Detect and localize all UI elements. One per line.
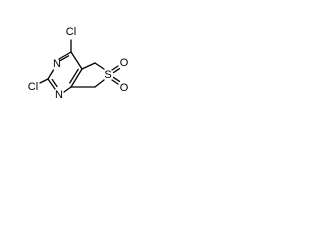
- bond-n1-c7a: [63, 86, 72, 93]
- atom-cl-top: Cl: [66, 26, 76, 38]
- bond-s-o-lower-double: [112, 76, 121, 83]
- bond-c2-n1: [47, 78, 56, 90]
- bond-c5-s: [94, 62, 105, 70]
- bond-n3-c2: [47, 69, 55, 80]
- atom-o-lower: O: [120, 82, 129, 94]
- chemical-structure: Cl Cl N N S O O: [28, 26, 129, 101]
- atom-cl-left: Cl: [28, 81, 38, 93]
- bond-s-o-lower: [111, 79, 119, 85]
- atom-s: S: [104, 69, 111, 81]
- bond-c2-cl: [39, 78, 49, 84]
- atom-labels: Cl Cl N N S O O: [28, 26, 129, 101]
- bond-c4-n3-double: [59, 55, 70, 62]
- bond-s-o-upper-double: [112, 67, 121, 74]
- bond-c4a-c5: [81, 62, 96, 70]
- bond-c4a-c7a-double: [69, 68, 79, 84]
- bond-c4-n3: [58, 51, 72, 60]
- bond-s-c7: [94, 79, 105, 88]
- bond-c2-n1-double: [51, 78, 58, 88]
- atom-n-upper: N: [53, 58, 61, 70]
- atom-n-lower: N: [55, 89, 63, 101]
- bond-c7a-c4a: [70, 68, 83, 88]
- bond-s-o-upper: [111, 65, 119, 71]
- atom-o-upper: O: [120, 57, 129, 69]
- bonds: [39, 39, 121, 93]
- bond-c4a-c4: [70, 51, 83, 70]
